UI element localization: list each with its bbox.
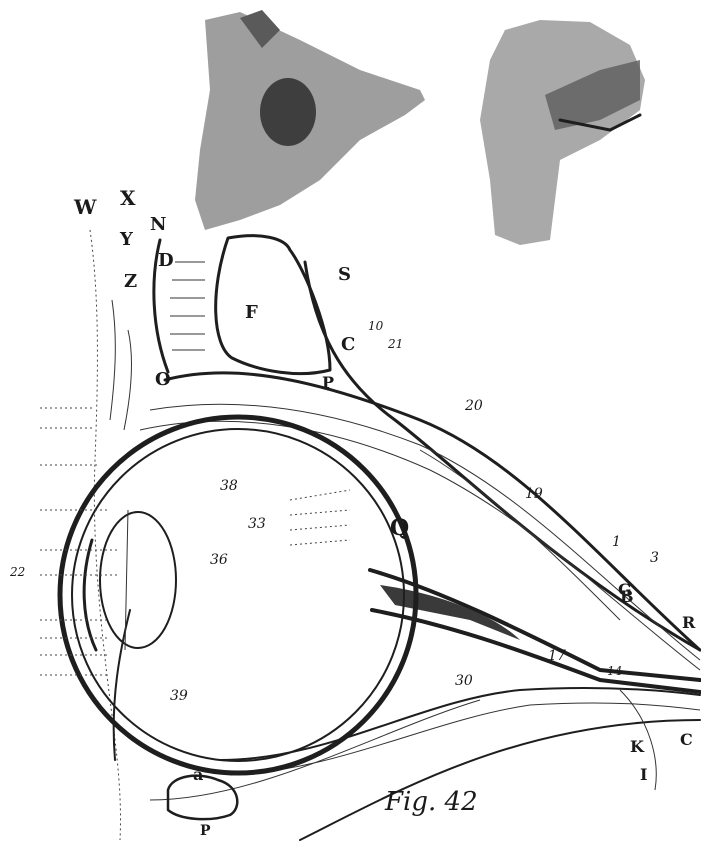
label-Q: Q — [390, 515, 409, 541]
label-I: I — [640, 765, 647, 784]
label-1: 1 — [612, 534, 621, 550]
label-14: 14 — [607, 664, 622, 678]
label-N: N — [150, 214, 166, 235]
label-21: 21 — [387, 337, 403, 351]
label-30: 30 — [455, 673, 473, 689]
label-S: S — [338, 264, 351, 285]
label-O: O — [155, 369, 171, 390]
labels: W X N Y Z D S F C P O Q B R G K I C a P … — [9, 186, 696, 839]
label-F: F — [245, 302, 258, 323]
label-X: X — [120, 186, 136, 210]
label-K: K — [630, 737, 645, 756]
label-36: 36 — [210, 552, 228, 568]
label-G: G — [618, 580, 632, 599]
label-W: W — [73, 195, 97, 219]
label-3: 3 — [650, 550, 659, 566]
label-Z: Z — [124, 271, 137, 292]
label-39: 39 — [170, 688, 188, 704]
label-17: 17 — [548, 648, 566, 664]
label-C: C — [341, 334, 355, 355]
label-R: R — [682, 613, 696, 632]
upper-left-specimen — [195, 10, 425, 230]
orbit-inferior-lines — [150, 688, 700, 840]
label-38: 38 — [220, 478, 238, 494]
eye-globe — [60, 417, 416, 773]
label-P: P — [322, 373, 334, 392]
label-C-bottom: C — [680, 730, 693, 749]
label-22: 22 — [9, 565, 25, 579]
leader-lines — [40, 408, 350, 675]
figure-caption: Fig. 42 — [384, 787, 478, 817]
label-a: a — [193, 765, 203, 784]
upper-right-specimen — [480, 20, 645, 245]
label-P-bottom: P — [200, 823, 211, 839]
label-Y: Y — [119, 229, 134, 250]
label-33: 33 — [248, 516, 266, 532]
label-10: 10 — [368, 319, 384, 333]
label-19: 19 — [525, 486, 543, 502]
label-20: 20 — [464, 398, 483, 414]
optic-nerve — [370, 570, 700, 692]
label-D: D — [158, 250, 174, 271]
